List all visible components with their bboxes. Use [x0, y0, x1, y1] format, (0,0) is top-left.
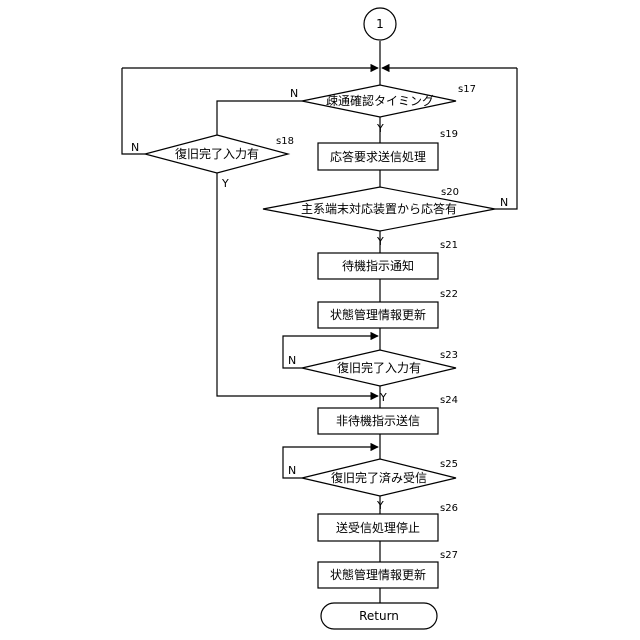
decision-s25-label: 復旧完了済み受信: [331, 470, 427, 485]
process-s24: 非待機指示送信 s24: [318, 395, 458, 434]
step-id-s23: s23: [440, 350, 458, 361]
decision-s23: 復旧完了入力有 s23: [302, 350, 458, 386]
decision-s23-label: 復旧完了入力有: [337, 360, 421, 375]
process-s21: 待機指示通知 s21: [318, 240, 458, 279]
step-id-s19: s19: [440, 129, 458, 140]
return-label: Return: [359, 609, 399, 623]
branch-s25-yes: Y: [376, 499, 384, 512]
line-s17-no-to-s18: [217, 101, 302, 135]
branch-s23-yes: Y: [379, 391, 387, 404]
decision-s18-label: 復旧完了入力有: [175, 146, 259, 161]
process-s19-label: 応答要求送信処理: [330, 149, 426, 164]
step-id-s22: s22: [440, 289, 458, 300]
branch-s20-no: N: [500, 196, 508, 209]
connector-label: 1: [376, 17, 384, 31]
step-id-s18: s18: [276, 136, 294, 147]
branch-s20-yes: Y: [376, 235, 384, 248]
start-connector: 1: [364, 8, 396, 40]
return-terminal: Return: [321, 603, 437, 629]
step-id-s17: s17: [458, 84, 476, 95]
branch-s18-no: N: [131, 141, 139, 154]
decision-s18: 復旧完了入力有 s18: [145, 135, 294, 173]
step-id-s20: s20: [441, 187, 459, 198]
decision-s17: 疎通確認タイミング s17: [302, 84, 476, 117]
process-s26: 送受信処理停止 s26: [318, 503, 458, 541]
branch-s17-yes: Y: [376, 122, 384, 135]
step-id-s25: s25: [440, 459, 458, 470]
branch-s25-no: N: [288, 464, 296, 477]
process-s27: 状態管理情報更新 s27: [318, 550, 458, 588]
step-id-s21: s21: [440, 240, 458, 251]
step-id-s24: s24: [440, 395, 458, 406]
process-s27-label: 状態管理情報更新: [330, 567, 426, 582]
decision-s17-label: 疎通確認タイミング: [326, 93, 434, 108]
decision-s25: 復旧完了済み受信 s25: [302, 459, 458, 496]
process-s19: 応答要求送信処理 s19: [318, 129, 458, 170]
line-s20-no-loop: [495, 68, 517, 209]
process-s22: 状態管理情報更新 s22: [318, 289, 458, 328]
process-s24-label: 非待機指示送信: [336, 413, 420, 428]
branch-s17-no: N: [290, 87, 298, 100]
decision-s20: 主系端末対応装置から応答有 s20: [263, 187, 495, 231]
process-s26-label: 送受信処理停止: [336, 520, 420, 535]
process-s22-label: 状態管理情報更新: [330, 307, 426, 322]
step-id-s27: s27: [440, 550, 458, 561]
branch-s23-no: N: [288, 354, 296, 367]
decision-s20-label: 主系端末対応装置から応答有: [301, 201, 457, 216]
step-id-s26: s26: [440, 503, 458, 514]
process-s21-label: 待機指示通知: [342, 258, 414, 273]
branch-s18-yes: Y: [221, 177, 229, 190]
